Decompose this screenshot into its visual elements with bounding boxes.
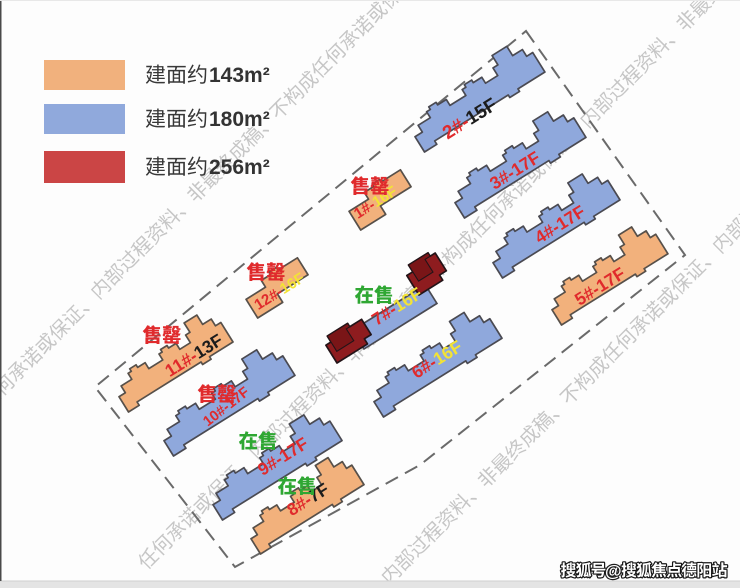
svg-text:180m²: 180m² (209, 108, 270, 131)
svg-text:256m²: 256m² (209, 156, 270, 179)
svg-text:143m²: 143m² (209, 64, 270, 87)
svg-text:@: @ (605, 562, 622, 581)
